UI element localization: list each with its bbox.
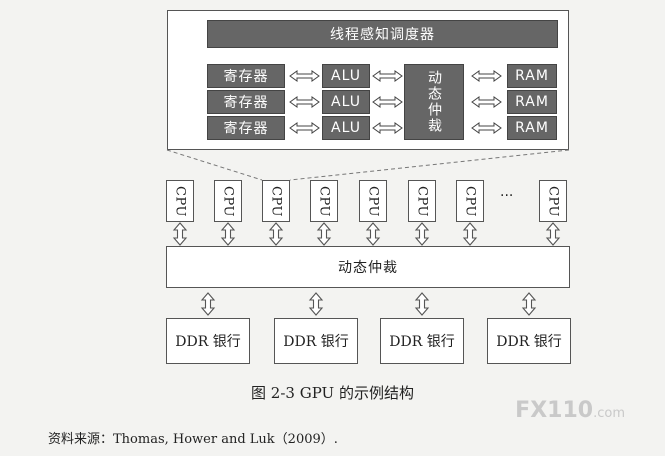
watermark-logo: FX110.com — [515, 398, 625, 423]
source-note: 资料来源：Thomas, Hower and Luk（2009）. — [48, 432, 338, 447]
zoom-line-left — [166, 149, 263, 181]
thread-scheduler: 线程感知调度器 — [207, 20, 558, 48]
register-2: 寄存器 — [207, 90, 285, 114]
ddr-bank-4: DDR 银行 — [487, 318, 571, 364]
register-1: 寄存器 — [207, 64, 285, 88]
arrow-cpu4-arb — [317, 222, 331, 246]
cpu-4: CPU — [310, 180, 338, 222]
dynamic-arbiter: 动态仲裁 — [166, 246, 570, 288]
cpu-2: CPU — [214, 180, 242, 222]
arrow-arb-ddr3 — [415, 292, 429, 316]
ram-2: RAM — [507, 90, 557, 114]
ddr-bank-2: DDR 银行 — [274, 318, 358, 364]
register-3: 寄存器 — [207, 116, 285, 140]
arrow-arb-ddr4 — [522, 292, 536, 316]
cpu-7: CPU — [456, 180, 484, 222]
ddr-bank-3: DDR 银行 — [380, 318, 464, 364]
arrow-cpu1-arb — [173, 222, 187, 246]
cpu-6: CPU — [408, 180, 436, 222]
alu-3: ALU — [322, 116, 370, 140]
zoom-line-right — [289, 149, 570, 181]
ram-1: RAM — [507, 64, 557, 88]
arrow-cpu2-arb — [221, 222, 235, 246]
cpu-5: CPU — [359, 180, 387, 222]
alu-2: ALU — [322, 90, 370, 114]
cpu-1: CPU — [166, 180, 194, 222]
alu-1: ALU — [322, 64, 370, 88]
cpu-8: CPU — [539, 180, 567, 222]
inner-dynamic-arbiter: 动态仲裁 — [404, 64, 464, 140]
cpu-3: CPU — [262, 180, 290, 222]
arrow-cpu6-arb — [415, 222, 429, 246]
cpu-ellipsis: ··· — [500, 188, 514, 204]
arrow-arb-ddr1 — [201, 292, 215, 316]
arrow-cpu5-arb — [366, 222, 380, 246]
arrow-arb-ddr2 — [309, 292, 323, 316]
ram-3: RAM — [507, 116, 557, 140]
ddr-bank-1: DDR 银行 — [166, 318, 250, 364]
arrow-cpu8-arb — [546, 222, 560, 246]
figure-caption: 图 2-3 GPU 的示例结构 — [251, 384, 414, 402]
arrow-cpu3-arb — [269, 222, 283, 246]
arrow-cpu7-arb — [463, 222, 477, 246]
